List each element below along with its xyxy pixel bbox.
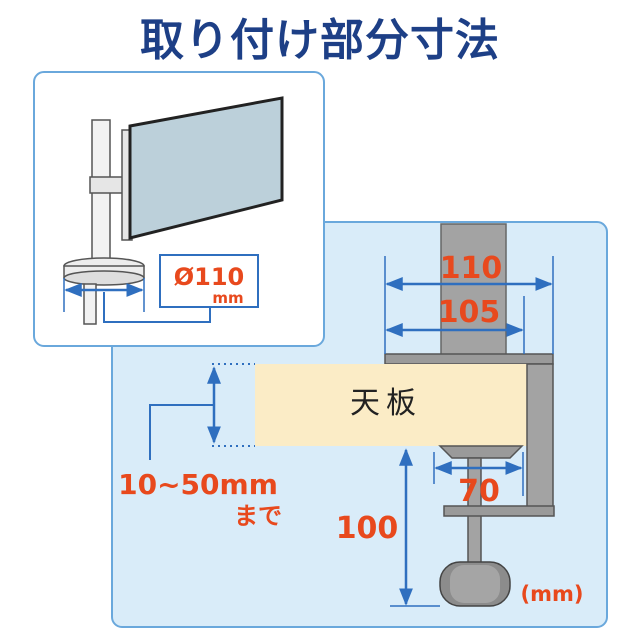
top-plate — [384, 353, 554, 365]
unit-note: (mm) — [521, 582, 584, 606]
pole — [440, 223, 507, 359]
dim-100-label: 100 — [336, 511, 399, 546]
tabletop — [255, 364, 527, 446]
clamp-body — [526, 363, 554, 511]
dim-110-label: 110 — [440, 251, 503, 286]
tabletop-label: 天板 — [350, 386, 422, 421]
thickness-range-label: 10~50mm — [118, 468, 278, 501]
pole-diameter-unit: mm — [212, 289, 243, 307]
clamp-arm — [443, 505, 555, 517]
clamp-pad — [438, 445, 524, 459]
inset-monitor — [128, 96, 284, 240]
dim-70-label: 70 — [458, 474, 500, 509]
thickness-suffix-label: まで — [234, 502, 282, 530]
page-title: 取り付け部分寸法 — [140, 15, 500, 66]
pole-diameter-label: Ø110 — [174, 263, 245, 291]
dim-105-label: 105 — [438, 295, 501, 330]
diameter-label-box — [159, 254, 259, 308]
